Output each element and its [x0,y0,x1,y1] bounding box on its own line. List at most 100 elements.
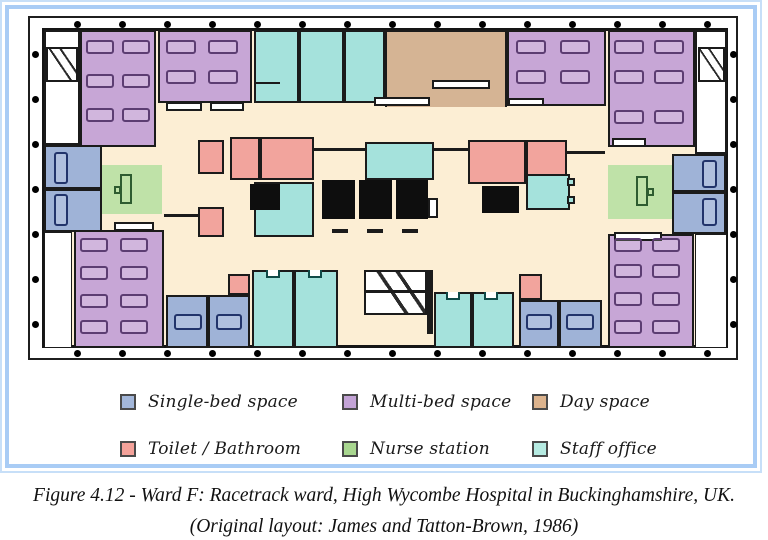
toilet-core-3 [230,137,260,180]
column-dot [344,21,351,28]
bed [652,292,680,306]
wall-stub [567,151,605,154]
nurse-station-left [102,165,162,214]
bed [652,238,680,252]
day-space-table [374,97,430,106]
column-dot [659,350,666,357]
column-dot [730,321,737,328]
column-dot [164,350,171,357]
bed [566,314,594,330]
legend-item-day-space: Day space [532,392,650,412]
column-dot [704,350,711,357]
ward-multi-top-left-1 [80,30,156,147]
column-dot [344,350,351,357]
bed [652,320,680,334]
wall-stub [367,229,383,233]
bed [654,40,684,54]
legend: Single-bed space Multi-bed space Day space… [2,2,760,471]
bed [702,160,717,188]
bed [652,264,680,278]
bed [166,40,196,54]
column-dot [389,350,396,357]
counter [614,232,662,241]
legend-label-toilet-bathroom: Toilet / Bathroom [148,439,302,459]
wall-stub [164,214,198,217]
floor-plan [2,2,760,471]
legend-label-single-bed-space: Single-bed space [148,392,298,412]
bed [614,264,642,278]
bed [86,40,114,54]
legend-label-nurse-station: Nurse station [370,439,490,459]
wall-stub [434,148,468,151]
bed [614,110,644,124]
single-room-left-2 [44,189,102,232]
caption-line-2: (Original layout: James and Tatton-Brown… [189,516,579,537]
bed [86,74,114,88]
desk-notch [446,292,460,300]
desk-notch [484,292,498,300]
column-dot [730,186,737,193]
fixture [567,196,575,204]
column-dot [479,21,486,28]
bed [120,238,148,252]
legend-swatch-single-bed-space [120,394,136,410]
wall-stub [332,229,348,233]
column-dot [32,96,39,103]
fixture [567,178,575,186]
bed [560,40,590,54]
column-dot [299,350,306,357]
lift-shaft-right [482,186,519,213]
column-dot [524,21,531,28]
desk-notch [266,270,280,278]
column-dot [614,21,621,28]
wall-stub [402,229,418,233]
caption-line-1: Figure 4.12 - Ward F: Racetrack ward, Hi… [33,485,735,506]
legend-item-staff-office: Staff office [532,439,657,459]
legend-item-toilet-bathroom: Toilet / Bathroom [120,439,301,459]
ward-multi-top-right-2 [608,30,695,147]
legend-item-single-bed-space: Single-bed space [120,392,298,412]
nurse-station-right [608,165,672,219]
single-room-left-1 [44,145,102,189]
bed [614,40,644,54]
bed [614,238,642,252]
column-dot [254,21,261,28]
wall-stub [314,148,365,151]
wall-stub [256,82,280,84]
staff-office-top-2 [299,30,344,103]
staff-office-bottom-left-1 [252,270,294,348]
column-dot [730,96,737,103]
figure-caption: Figure 4.12 - Ward F: Racetrack ward, Hi… [0,475,768,538]
bed [120,294,148,308]
bed [516,70,546,84]
bed [166,70,196,84]
bed [654,70,684,84]
wall-stub [366,290,425,293]
column-dot [254,350,261,357]
bed [614,70,644,84]
legend-label-day-space: Day space [560,392,650,412]
toilet-bottom-left [228,274,250,295]
white-room-bottom-right [695,234,727,348]
toilet-core-5 [468,140,526,184]
bed [54,152,68,184]
bed [654,110,684,124]
stairs-top-right [698,47,725,82]
counter [508,98,544,106]
day-space-table [432,80,490,89]
legend-label-multi-bed-space: Multi-bed space [370,392,512,412]
bed [122,108,150,122]
figure-panel: Single-bed space Multi-bed space Day space… [0,0,762,473]
column-dot [569,21,576,28]
staff-office-core-right [526,174,570,210]
column-dot [119,350,126,357]
column-dot [209,21,216,28]
column-dot [389,21,396,28]
column-dot [32,51,39,58]
bed [614,320,642,334]
legend-swatch-day-space [532,394,548,410]
column-dot [299,21,306,28]
bed [702,198,717,226]
column-dot [434,21,441,28]
bed [80,320,108,334]
